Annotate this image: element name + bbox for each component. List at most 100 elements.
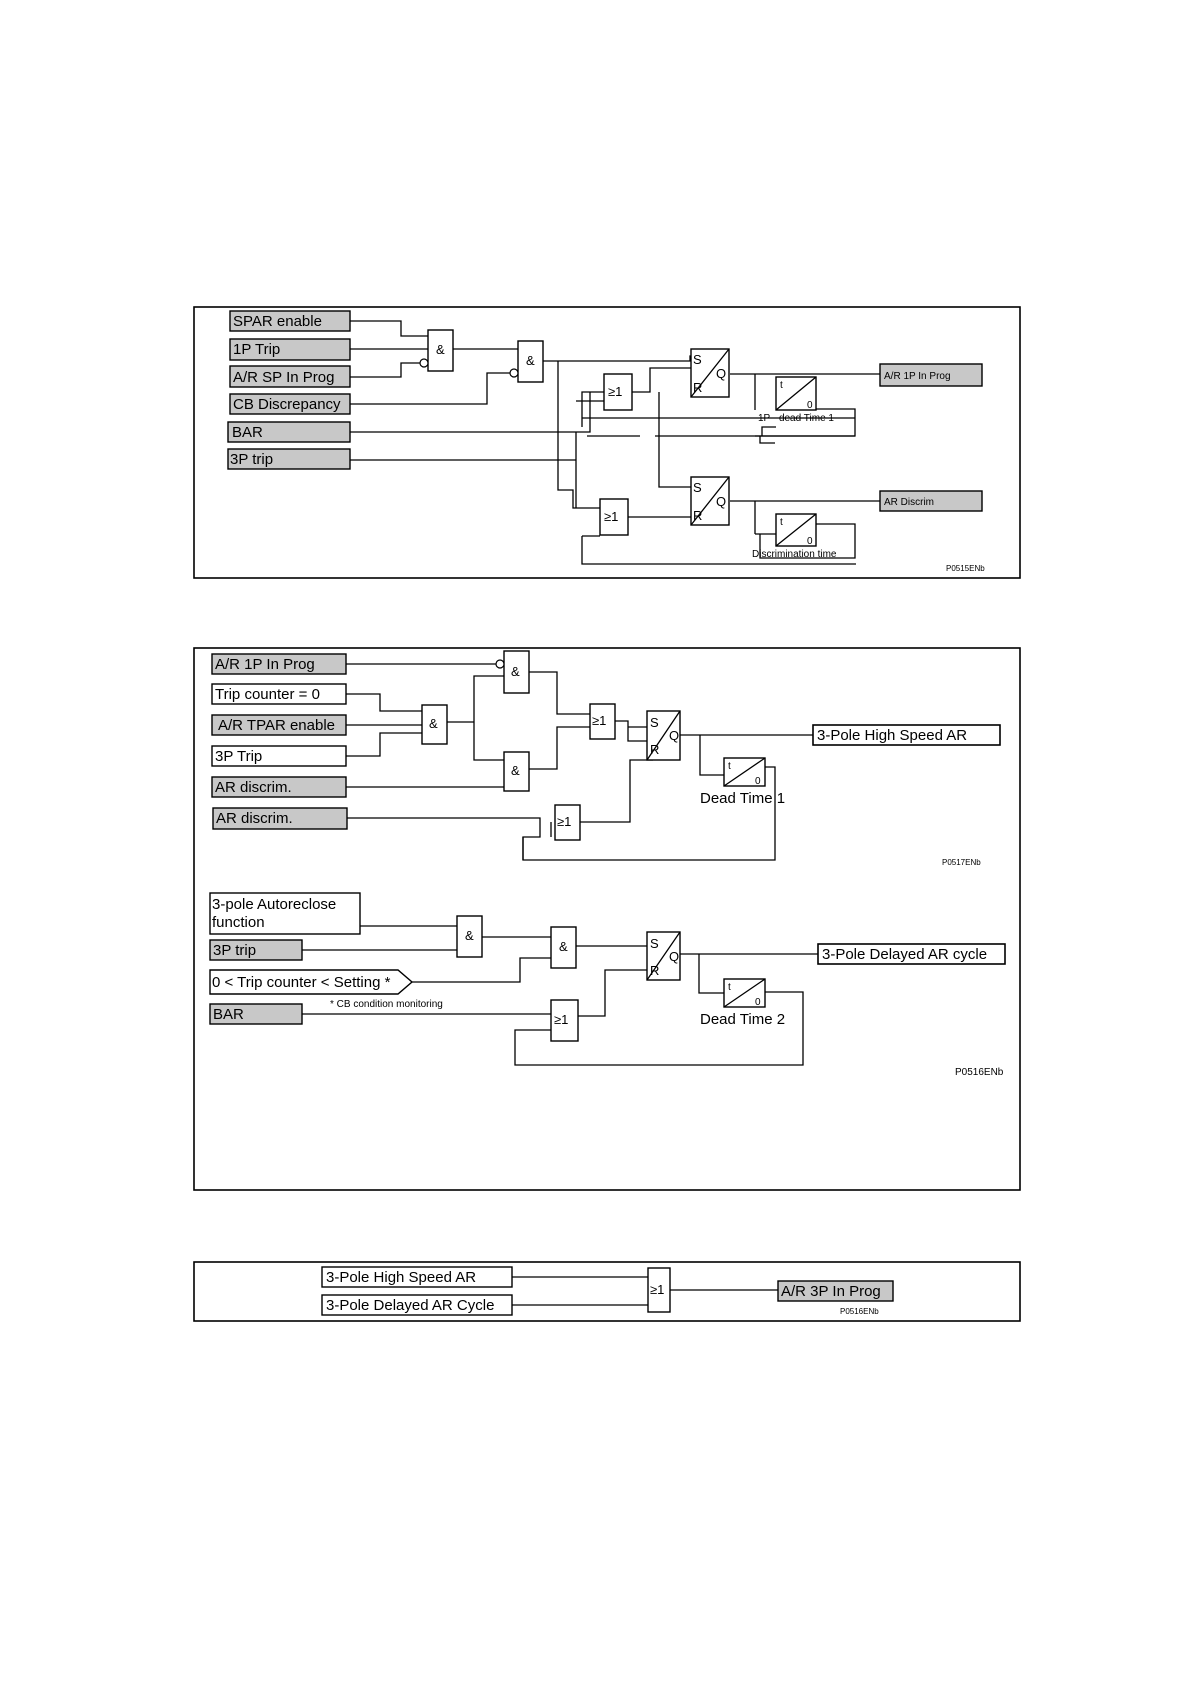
d2-input-ar-discrim-2: AR discrim. <box>212 807 348 830</box>
diagram-2-3-frame <box>193 647 1021 1191</box>
d1-input-cb-discrepancy: CB Discrepancy <box>229 393 351 415</box>
d3-timer-zero: 0 <box>755 997 761 1008</box>
d3-and-gate-2: & <box>550 926 577 969</box>
d1-sr-latch-2-s: S <box>693 480 702 495</box>
d2-and-gate-3: & <box>503 751 530 792</box>
d2-feedback-wiring <box>522 822 552 860</box>
d2-input-3p-trip-label: 3P Trip <box>215 748 262 765</box>
d3-sr-latch-s: S <box>650 936 659 951</box>
d3-sr-latch-q: Q <box>669 949 679 964</box>
d4-output-ar-3p-in-prog: A/R 3P In Prog <box>777 1280 894 1302</box>
d1-and-gate-1-symbol: & <box>436 342 445 357</box>
d3-input-3p-trip-label: 3P trip <box>213 942 256 959</box>
d3-and-gate-2-symbol: & <box>559 939 568 954</box>
d4-wires <box>512 1276 778 1306</box>
d1-timer-2: t 0 Discrimination time <box>752 513 837 560</box>
d3-output-label: 3-Pole Delayed AR cycle <box>822 946 987 963</box>
d2-input-ar-discrim-2-label: AR discrim. <box>216 810 293 827</box>
d1-input-ar-sp-in-prog: A/R SP In Prog <box>229 365 351 388</box>
diagram-4-frame <box>193 1261 1021 1322</box>
d3-input-function-line-1: 3-pole Autoreclose <box>212 896 336 913</box>
d3-and-gate-1-symbol: & <box>465 928 474 943</box>
d1-or-gate-1-symbol: ≥1 <box>608 384 622 399</box>
d2-and-gate-2: & <box>421 704 448 745</box>
d1-input-bar-label: BAR <box>232 424 263 441</box>
d1-sr-latch-2-r: R <box>693 508 702 523</box>
d1-timer-2-t: t <box>780 517 783 528</box>
d3-sr-latch: S R Q <box>646 931 681 981</box>
d1-or-gate-1: ≥1 <box>603 373 633 411</box>
d1-or-gate-2: ≥1 <box>599 498 629 536</box>
d2-output-3-pole-high-speed-ar: 3-Pole High Speed AR <box>812 724 1001 746</box>
d1-sr-latch-2: S R Q <box>690 476 730 526</box>
d2-or-gate-1: ≥1 <box>589 703 616 740</box>
d1-timer-1-t: t <box>780 380 783 391</box>
d2-and-gate-1: & <box>495 650 530 694</box>
d1-timer-1-zero: 0 <box>807 400 813 411</box>
d4-output-label: A/R 3P In Prog <box>781 1283 881 1300</box>
d2-input-ar-1p-in-prog-label: A/R 1P In Prog <box>215 656 315 673</box>
d3-timer-t: t <box>728 982 731 993</box>
d3-wires <box>302 925 818 1066</box>
d1-input-3p-trip-label: 3P trip <box>230 451 273 468</box>
d1-input-cb-discrepancy-label: CB Discrepancy <box>233 396 341 413</box>
d2-or-gate-1-symbol: ≥1 <box>592 713 606 728</box>
d3-input-trip-counter-setting: 0 < Trip counter < Setting * <box>209 969 414 995</box>
d3-output-3-pole-delayed-ar-cycle: 3-Pole Delayed AR cycle <box>817 943 1006 965</box>
d1-input-ar-sp-in-prog-label: A/R SP In Prog <box>233 369 334 386</box>
d2-input-3p-trip: 3P Trip <box>211 745 347 767</box>
d1-or-gate-2-symbol: ≥1 <box>604 509 618 524</box>
d1-reference-code: P0515ENb <box>946 564 985 573</box>
d1-sr-latch-2-q: Q <box>716 494 726 509</box>
d1-timer-1-label: 1P - dead Time 1 <box>758 413 834 424</box>
d4-input-high-speed-label: 3-Pole High Speed AR <box>326 1269 476 1286</box>
d1-input-spar-enable: SPAR enable <box>229 310 351 332</box>
d2-sr-latch-s: S <box>650 715 659 730</box>
d2-timer: t 0 Dead Time 1 <box>700 757 785 807</box>
d4-or-gate-symbol: ≥1 <box>650 1282 664 1297</box>
d1-timer-2-label: Discrimination time <box>752 549 837 560</box>
d3-or-gate-symbol: ≥1 <box>554 1012 568 1027</box>
d2-and-gate-1-inverter <box>495 659 505 669</box>
d3-input-3p-trip: 3P trip <box>209 939 303 961</box>
d1-and-gate-2: & <box>509 340 544 383</box>
d1-and-gate-1: & <box>419 329 454 372</box>
d1-input-1p-trip: 1P Trip <box>229 338 351 361</box>
d2-sr-latch-q: Q <box>669 728 679 743</box>
d2-sr-latch-r: R <box>650 742 659 757</box>
d1-output-ar-discrim: AR Discrim <box>879 490 983 512</box>
d2-timer-zero: 0 <box>755 776 761 787</box>
d3-timer: t 0 Dead Time 2 <box>700 978 785 1028</box>
d3-input-bar: BAR <box>209 1003 303 1025</box>
d2-and-gate-1-symbol: & <box>511 664 520 679</box>
d2-and-gate-3-symbol: & <box>511 763 520 778</box>
d2-timer-t: t <box>728 761 731 772</box>
d1-input-spar-enable-label: SPAR enable <box>233 313 322 330</box>
diagram-1-single-pole-ar: SPAR enable 1P Trip A/R SP In Prog CB Di… <box>193 306 1021 579</box>
d3-input-function-line-2: function <box>212 914 265 931</box>
d3-input-3-pole-autoreclose-function: 3-pole Autoreclose function <box>209 892 361 935</box>
d2-input-ar-discrim-1: AR discrim. <box>211 776 347 798</box>
d4-input-3-pole-delayed-ar-cycle: 3-Pole Delayed AR Cycle <box>321 1294 513 1316</box>
diagram-1-frame <box>193 306 1021 579</box>
d1-wires <box>350 320 880 565</box>
d2-or-gate-2-symbol: ≥1 <box>557 814 571 829</box>
d4-reference-code: P0516ENb <box>840 1307 879 1316</box>
d2-input-ar-1p-in-prog: A/R 1P In Prog <box>211 653 347 675</box>
d1-input-1p-trip-label: 1P Trip <box>233 341 280 358</box>
d1-and-gate-2-inverter <box>509 368 519 378</box>
d2-input-ar-tpar-enable-label: A/R TPAR enable <box>218 717 335 734</box>
d2-timer-label: Dead Time 1 <box>700 790 785 807</box>
d3-note-cb-condition-monitoring: * CB condition monitoring <box>330 999 443 1010</box>
d4-or-gate: ≥1 <box>647 1267 671 1313</box>
d2-input-trip-counter-zero: Trip counter = 0 <box>211 683 347 705</box>
diagram-2-3-three-pole-ar: A/R 1P In Prog Trip counter = 0 A/R TPAR… <box>193 647 1021 1191</box>
d1-output-ar-discrim-label: AR Discrim <box>884 497 934 508</box>
d2-sr-latch: S R Q <box>646 710 681 761</box>
d4-input-3-pole-high-speed-ar: 3-Pole High Speed AR <box>321 1266 513 1288</box>
d1-output-ar-1p-in-prog: A/R 1P In Prog <box>879 363 983 387</box>
d1-sr-latch-1-s: S <box>693 352 702 367</box>
d1-sr-latch-1: S R Q <box>690 348 730 398</box>
d3-or-gate: ≥1 <box>550 999 579 1042</box>
